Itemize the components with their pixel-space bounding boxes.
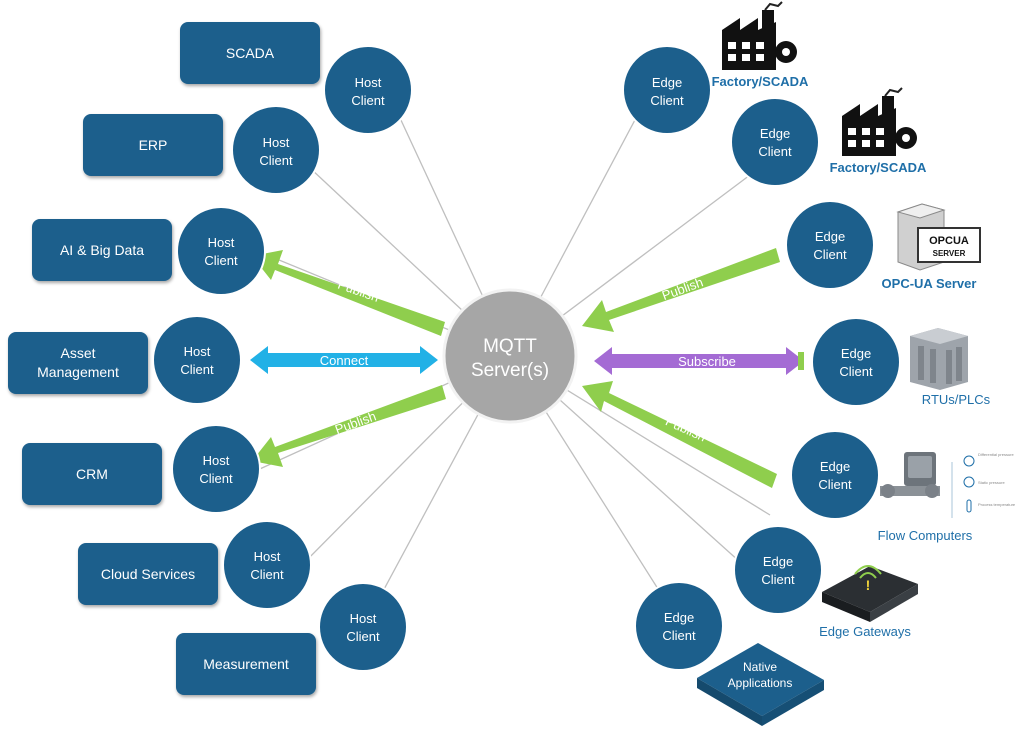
publish-label: Publish bbox=[333, 408, 378, 437]
node-label-line2: Client bbox=[662, 628, 696, 643]
node-label-line2: Client bbox=[351, 93, 385, 108]
factory-icon: Factory/SCADA bbox=[830, 87, 927, 175]
subscribe-label: Subscribe bbox=[678, 354, 736, 369]
publish-arrow-host-upper: Publish bbox=[252, 250, 445, 336]
device-label: Factory/SCADA bbox=[830, 160, 927, 175]
device-label: Factory/SCADA bbox=[712, 74, 809, 89]
node-label-line1: Edge bbox=[760, 126, 790, 141]
system-label: SCADA bbox=[226, 45, 275, 61]
flow-param-label: Static pressure bbox=[978, 480, 1005, 485]
host-client-node: Host Client bbox=[176, 206, 266, 296]
edge-client-node: Edge Client bbox=[811, 317, 901, 407]
node-label-line2: Client bbox=[180, 362, 214, 377]
system-box-ai-big-data: AI & Big Data bbox=[32, 219, 172, 281]
host-client-node: Host Client bbox=[318, 582, 408, 672]
system-label: Cloud Services bbox=[101, 566, 195, 582]
device-label: OPC-UA Server bbox=[882, 276, 977, 291]
node-label-line1: Edge bbox=[841, 346, 871, 361]
device-label: Flow Computers bbox=[878, 528, 973, 543]
device-label-line1: Native bbox=[743, 660, 777, 674]
opcua-server-icon: OPCUA SERVER OPC-UA Server bbox=[882, 203, 981, 291]
rtu-plc-icon: RTUs/PLCs bbox=[910, 328, 991, 407]
system-label-line1: Asset bbox=[60, 345, 95, 361]
host-client-node: Host Client bbox=[171, 424, 261, 514]
node-label-line1: Edge bbox=[652, 75, 682, 90]
edge-gateway-icon: ! Edge Gateways bbox=[819, 565, 918, 639]
edge-client-node: Edge Client bbox=[634, 581, 724, 671]
node-label-line2: Client bbox=[839, 364, 873, 379]
node-label-line1: Host bbox=[263, 135, 290, 150]
node-label-line1: Edge bbox=[763, 554, 793, 569]
connect-arrow: Connect bbox=[250, 346, 438, 374]
node-label-line2: Client bbox=[250, 567, 284, 582]
system-label: ERP bbox=[139, 137, 168, 153]
edge-client-node: Edge Client bbox=[790, 430, 880, 520]
node-label-line1: Edge bbox=[664, 610, 694, 625]
node-label-line1: Host bbox=[254, 549, 281, 564]
node-label-line1: Host bbox=[350, 611, 377, 626]
node-label-line1: Host bbox=[355, 75, 382, 90]
system-label: AI & Big Data bbox=[60, 242, 144, 258]
system-label: CRM bbox=[76, 466, 108, 482]
publish-label: Publish bbox=[660, 274, 705, 303]
system-box-scada: SCADA bbox=[180, 22, 320, 84]
opcua-label: OPCUA bbox=[929, 235, 969, 247]
edge-client-node: Edge Client bbox=[785, 200, 875, 290]
node-label-line2: Client bbox=[650, 93, 684, 108]
node-label-line2: Client bbox=[346, 629, 380, 644]
flow-param-label: Process temperature bbox=[978, 502, 1016, 507]
system-box-measurement: Measurement bbox=[176, 633, 316, 695]
system-label-line2: Management bbox=[37, 364, 119, 380]
node-label-line2: Client bbox=[259, 153, 293, 168]
native-applications-device: Native Applications bbox=[697, 643, 824, 726]
host-client-node: Host Client bbox=[323, 45, 413, 135]
system-box-erp: ERP bbox=[83, 114, 223, 176]
node-label-line1: Edge bbox=[820, 459, 850, 474]
host-client-node: Host Client bbox=[152, 315, 242, 405]
flow-computer-icon: Differential pressure Static pressure Pr… bbox=[878, 452, 1016, 543]
node-label-line1: Host bbox=[203, 453, 230, 468]
server-title-line1: MQTT bbox=[483, 336, 537, 357]
node-label-line1: Host bbox=[184, 344, 211, 359]
node-label-line2: Client bbox=[818, 477, 852, 492]
publish-arrow-edge-upper: Publish bbox=[582, 248, 780, 332]
node-label-line2: Client bbox=[199, 471, 233, 486]
node-label-line1: Host bbox=[208, 235, 235, 250]
factory-icon: Factory/SCADA bbox=[712, 1, 809, 89]
node-label-line2: Client bbox=[758, 144, 792, 159]
system-box-cloud-services: Cloud Services bbox=[78, 543, 218, 605]
host-client-node: Host Client bbox=[231, 105, 321, 195]
flow-param-label: Differential pressure bbox=[978, 452, 1014, 457]
host-client-node: Host Client bbox=[222, 520, 312, 610]
server-title-line2: Server(s) bbox=[471, 360, 549, 381]
publish-arrow-edge-lower: Publish bbox=[582, 381, 777, 488]
system-box-crm: CRM bbox=[22, 443, 162, 505]
system-label: Measurement bbox=[203, 656, 289, 672]
node-label-line2: Client bbox=[204, 253, 238, 268]
device-label: RTUs/PLCs bbox=[922, 392, 991, 407]
node-label-line2: Client bbox=[813, 247, 847, 262]
svg-text:!: ! bbox=[866, 577, 871, 593]
mqtt-server-node: MQTT Server(s) bbox=[442, 288, 578, 424]
connect-label: Connect bbox=[320, 353, 369, 368]
device-label: Edge Gateways bbox=[819, 624, 911, 639]
system-box-asset-management: Asset Management bbox=[8, 332, 148, 394]
device-label-line2: Applications bbox=[728, 676, 793, 690]
subscribe-arrow: Subscribe bbox=[594, 347, 804, 375]
publish-arrow-host-lower: Publish bbox=[252, 385, 446, 467]
edge-client-node: Edge Client bbox=[730, 97, 820, 187]
opcua-sublabel: SERVER bbox=[933, 249, 966, 258]
node-label-line2: Client bbox=[761, 572, 795, 587]
node-label-line1: Edge bbox=[815, 229, 845, 244]
edge-client-node: Edge Client bbox=[733, 525, 823, 615]
edge-client-node: Edge Client bbox=[622, 45, 712, 135]
